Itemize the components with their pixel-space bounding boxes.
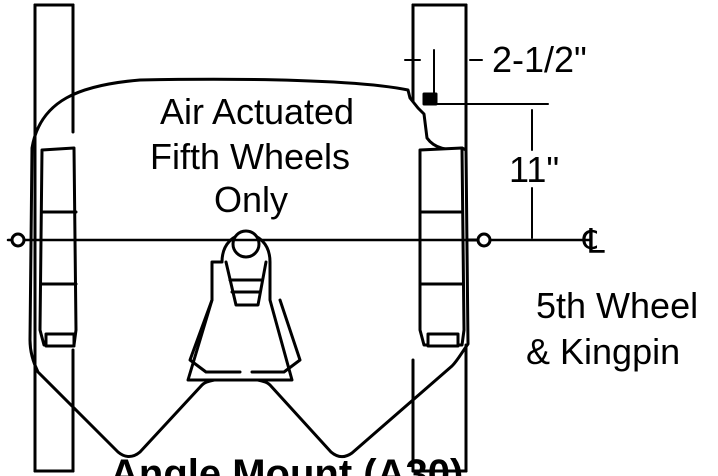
- note-line-1: Air Actuated: [159, 91, 355, 132]
- right-mount-bracket: [418, 146, 466, 347]
- kingpin-circle: [231, 229, 261, 259]
- dim-reference-block: [422, 92, 438, 106]
- left-mount-bracket: [38, 146, 78, 347]
- right-bolt-end: [476, 232, 492, 248]
- diagram-title: Angle Mount (A30): [110, 452, 464, 476]
- centerline-symbol: ℄: [583, 223, 605, 261]
- left-bolt-end: [10, 232, 26, 248]
- centerline-label-line-2: & Kingpin: [526, 331, 681, 372]
- note-line-3: Only: [213, 179, 289, 220]
- dim-horizontal-label: 2-1/2": [492, 39, 587, 80]
- note-line-2: Fifth Wheels: [149, 136, 351, 177]
- dim-vertical-label: 11": [509, 149, 560, 190]
- centerline-label-line-1: 5th Wheel: [536, 285, 699, 326]
